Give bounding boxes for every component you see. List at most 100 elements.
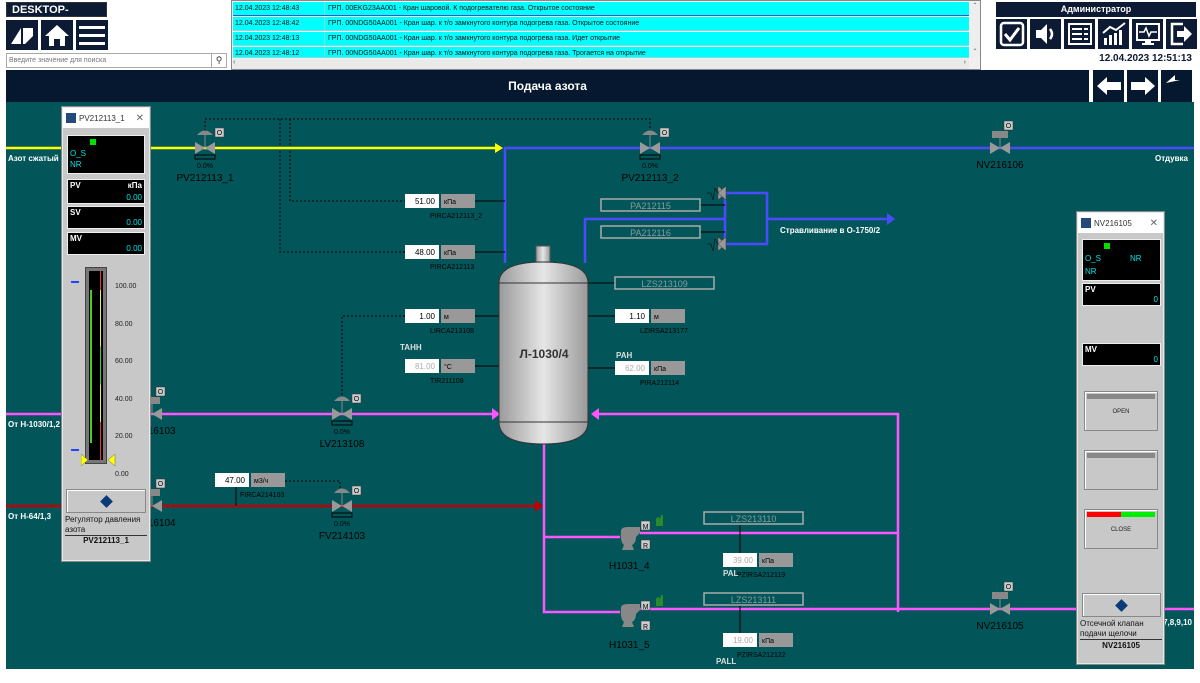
- acknowledge-icon: [999, 21, 1024, 47]
- alarm-label: PAL: [723, 569, 739, 578]
- status-block: O_S NR: [67, 135, 145, 174]
- alarm-vertical-scrollbar[interactable]: ⌃⌄: [970, 2, 980, 58]
- scroll-left-icon[interactable]: ‹: [233, 59, 236, 66]
- indicator-unit: кПа: [762, 638, 774, 645]
- safety-valves[interactable]: [707, 185, 727, 252]
- logout-button[interactable]: [1166, 19, 1197, 49]
- control-valve[interactable]: O0.0%FV214103: [319, 485, 366, 542]
- instrument-lines: [235, 200, 741, 633]
- alarm-message: ГРП. 00NDG50AA001 - Кран шар. к т/о замк…: [328, 50, 646, 57]
- indicator-tag: TIR211108: [430, 378, 464, 385]
- pump[interactable]: M R Н1031_5: [609, 594, 663, 651]
- indicator-unit: м: [654, 314, 659, 321]
- line-label: От Н-1030/1,2: [8, 420, 60, 429]
- scale-labels: 100.00 80.00 60.00 40.00 20.00 0.00: [115, 268, 136, 494]
- vessel[interactable]: Л-1030/4: [498, 245, 589, 445]
- open-button[interactable]: OPEN: [1084, 391, 1158, 431]
- monitor-icon: [1135, 23, 1160, 45]
- sound-button[interactable]: [1030, 19, 1061, 49]
- switch-indicator[interactable]: LZS213110: [703, 511, 804, 525]
- alarm-message: ГРП. 00NDG50AA001 - Кран шар. к т/о замк…: [328, 20, 640, 27]
- close-icon[interactable]: ✕: [1149, 217, 1158, 229]
- switch-indicator[interactable]: LZS213111: [703, 592, 804, 606]
- faceplate-nv216105: NV216105✕ O_S NR NR PV 0 MV 0 OPEN CLOSE…: [1077, 212, 1164, 664]
- return-button[interactable]: [1161, 70, 1192, 102]
- scale-tick: 80.00: [115, 320, 133, 328]
- sound-icon: [1035, 24, 1053, 44]
- mv-marker-icon[interactable]: [107, 453, 116, 467]
- faceplate-header: NV216105✕: [1078, 213, 1163, 233]
- home-button[interactable]: [41, 20, 73, 50]
- user-name: Администратор: [996, 2, 1196, 17]
- indicator-tag: PIRCA212113: [430, 264, 474, 271]
- bargraph: [85, 267, 107, 464]
- high-limit-marker[interactable]: [71, 281, 79, 283]
- logo-button[interactable]: [6, 20, 38, 50]
- pv-value: 0.00: [126, 193, 142, 202]
- monitor-button[interactable]: [1132, 19, 1163, 49]
- indicator-value: 1.00: [419, 312, 435, 321]
- trend-button[interactable]: [1098, 19, 1129, 49]
- control-valve[interactable]: O0.0%PV212113_2: [621, 127, 679, 184]
- flow-arrow-icon: [492, 408, 500, 420]
- acknowledge-button[interactable]: [996, 19, 1027, 49]
- indicator-value: 48.00: [415, 248, 436, 257]
- close-icon[interactable]: ✕: [135, 112, 144, 124]
- pump-suction-pipe: [542, 443, 620, 614]
- status-led: [1104, 243, 1110, 249]
- indicator-tag: PZIRSA212119: [737, 572, 785, 579]
- scroll-right-icon[interactable]: ›: [963, 59, 966, 66]
- pump[interactable]: M R Н1031_4: [609, 514, 663, 572]
- event-list-button[interactable]: [1064, 19, 1095, 49]
- valve-icon: [990, 603, 1000, 615]
- faceplate-tag: NV216105: [1102, 641, 1140, 650]
- details-button[interactable]: [1082, 593, 1161, 617]
- low-limit-marker[interactable]: [71, 449, 79, 451]
- control-valve[interactable]: O0.0%PV212113_1: [176, 127, 234, 184]
- indicator-value: 19.00: [733, 636, 754, 645]
- status-remote: NR: [70, 160, 82, 169]
- close-button[interactable]: CLOSE: [1084, 509, 1158, 549]
- alarm-message: ГРП. 00EKG23AA001 - Кран шаровой. К подо…: [328, 5, 595, 12]
- status-mode: O_S: [70, 149, 87, 158]
- switch-indicator[interactable]: LZS213109: [614, 276, 715, 290]
- mv-block: MV 0: [1082, 343, 1161, 366]
- switch-tag: PA212116: [630, 228, 671, 238]
- scroll-down-icon[interactable]: ⌄: [972, 46, 978, 52]
- mv-block[interactable]: MV 0.00: [67, 232, 145, 255]
- search-input[interactable]: [7, 54, 211, 67]
- control-valve[interactable]: O0.0%LV213108: [320, 393, 365, 450]
- switch-indicator[interactable]: PA212116: [600, 225, 701, 239]
- scale-tick: 60.00: [115, 358, 133, 366]
- alarm-horizontal-scrollbar[interactable]: ‹›: [233, 59, 969, 69]
- setpoint-marker-icon[interactable]: [81, 453, 89, 467]
- indicator-value: 1.10: [629, 312, 645, 321]
- menu-button[interactable]: [76, 20, 108, 50]
- pipes: [6, 143, 1194, 614]
- stop-button[interactable]: [1084, 450, 1158, 490]
- scroll-up-icon[interactable]: ⌃: [972, 3, 978, 9]
- back-button[interactable]: [1093, 70, 1124, 102]
- search-button[interactable]: ⚲: [211, 54, 226, 67]
- sv-block[interactable]: SV 0.00: [67, 206, 145, 229]
- alarm-label: TAHH: [400, 343, 422, 352]
- switch-indicator[interactable]: PA212115: [600, 198, 701, 212]
- forward-button[interactable]: [1127, 70, 1158, 102]
- mv-label: MV: [1085, 345, 1097, 354]
- details-button[interactable]: [66, 489, 146, 513]
